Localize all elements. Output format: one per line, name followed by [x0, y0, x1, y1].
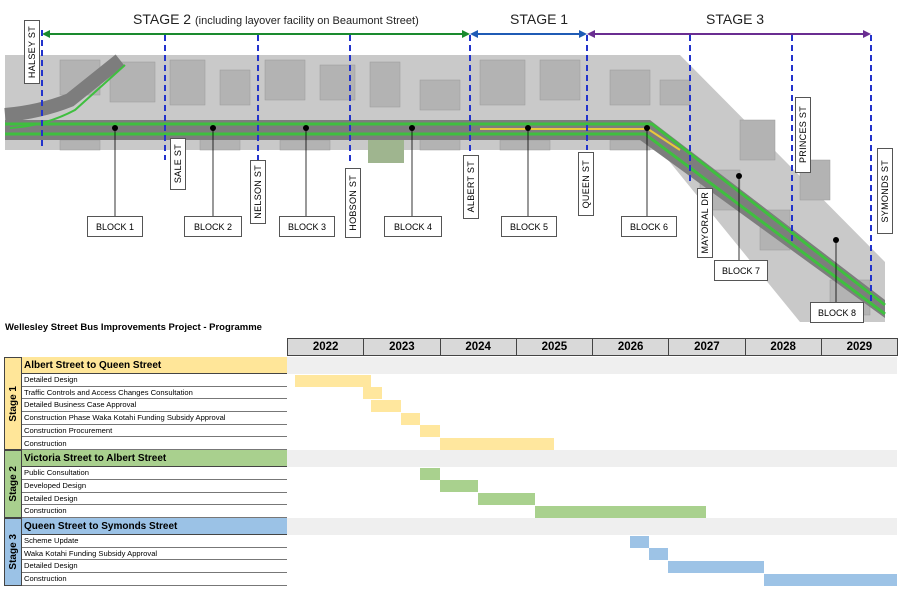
activity-row: Construction Procurement	[22, 425, 287, 438]
gantt-bar	[649, 548, 669, 561]
road-corridor	[5, 120, 885, 318]
stage-3-name: STAGE 3	[706, 11, 765, 27]
bus-lane-north	[5, 122, 886, 307]
gantt-bar	[294, 374, 371, 387]
stage-arrow-head	[863, 30, 871, 38]
street-label-hobson: HOBSON ST	[345, 168, 361, 238]
year-header: 2022	[287, 338, 365, 356]
stage-2-name: STAGE 2	[133, 11, 192, 27]
activity-row: Construction	[22, 573, 287, 586]
activity-row: Construction	[22, 438, 287, 451]
stage-arrows	[42, 30, 871, 38]
stage-section-header: Victoria Street to Albert Street	[22, 450, 287, 468]
street-label-sale: SALE ST	[170, 138, 186, 190]
block-leaders	[114, 128, 837, 302]
stage-section-header: Queen Street to Symonds Street	[22, 518, 287, 535]
street-label-halsey: HALSEY ST	[24, 20, 40, 84]
activity-row: Construction Phase Waka Kotahi Funding S…	[22, 412, 287, 425]
block-label-5: BLOCK 5	[501, 216, 557, 237]
block-label-6: BLOCK 6	[621, 216, 677, 237]
year-header: 2027	[668, 338, 746, 356]
stage-1-label: STAGE 1	[510, 11, 568, 27]
gantt-bar	[370, 399, 402, 412]
year-header: 2025	[515, 338, 593, 356]
stage-arrow-head	[587, 30, 595, 38]
street-label-mayoral: MAYORAL DR	[697, 188, 713, 258]
stage-arrow-head	[579, 30, 587, 38]
activity-row: Detailed Design	[22, 493, 287, 506]
route-aerial-map	[4, 54, 886, 322]
stage-1-name: STAGE 1	[510, 11, 569, 27]
gantt-bar	[420, 467, 440, 480]
section-shade	[287, 357, 897, 374]
block-markers	[112, 125, 839, 243]
activity-row: Scheme Update	[22, 535, 287, 548]
stage-side-text: Stage 3	[7, 534, 19, 570]
stage-side-label: Stage 1	[4, 357, 22, 451]
park-area	[368, 138, 404, 163]
stage-side-text: Stage 1	[7, 385, 19, 422]
street-label-queen: QUEEN ST	[578, 152, 594, 216]
stage-section-header: Albert Street to Queen Street	[22, 357, 287, 374]
activity-row: Traffic Controls and Access Changes Cons…	[22, 387, 287, 400]
bus-lane-south	[5, 132, 886, 316]
gantt-bar	[668, 560, 764, 573]
halsey-bus-lane	[9, 64, 126, 129]
gantt-bar	[439, 438, 554, 450]
block-label-8: BLOCK 8	[810, 302, 864, 323]
year-header: 2026	[592, 338, 670, 356]
gantt-bar	[477, 493, 535, 506]
gantt-bar	[363, 387, 383, 400]
activity-row: Detailed Design	[22, 560, 287, 574]
activity-row: Construction	[22, 505, 287, 518]
year-header: 2023	[363, 338, 441, 356]
street-boundaries	[41, 30, 872, 305]
gantt-bar	[630, 535, 650, 548]
stage1-marking	[480, 128, 681, 151]
programme-title: Wellesley Street Bus Improvements Projec…	[5, 322, 262, 333]
gantt-bar	[763, 573, 897, 586]
activity-row: Detailed Business Case Approval	[22, 399, 287, 413]
year-header: 2028	[744, 338, 822, 356]
stage-side-text: Stage 2	[7, 466, 19, 502]
stage-arrow-head	[470, 30, 478, 38]
year-header: 2024	[439, 338, 517, 356]
stage-side-label: Stage 3	[4, 518, 22, 586]
route-map: STAGE 2 (including layover facility on B…	[4, 11, 893, 323]
street-label-albert: ALBERT ST	[463, 155, 479, 219]
stage-3-label: STAGE 3	[706, 11, 764, 27]
section-shade	[287, 518, 897, 535]
section-shade	[287, 450, 897, 468]
gantt-bar	[439, 480, 478, 493]
activity-row: Developed Design	[22, 480, 287, 493]
street-label-symonds: SYMONDS ST	[877, 148, 893, 234]
activity-row: Waka Kotahi Funding Subsidy Approval	[22, 548, 287, 561]
stage-2-label: STAGE 2 (including layover facility on B…	[133, 11, 419, 27]
gantt-bar	[534, 505, 707, 518]
block-label-7: BLOCK 7	[714, 260, 768, 281]
activity-row: Detailed Design	[22, 374, 287, 387]
stage-side-label: Stage 2	[4, 450, 22, 518]
gantt-bar	[401, 412, 421, 425]
year-header: 2029	[820, 338, 898, 356]
block-label-4: BLOCK 4	[384, 216, 442, 237]
stage-arrow-head	[42, 30, 50, 38]
street-label-nelson: NELSON ST	[250, 160, 266, 224]
street-label-princes: PRINCES ST	[795, 97, 811, 173]
halsey-road	[4, 54, 125, 122]
activity-row: Public Consultation	[22, 467, 287, 480]
stage-arrow-head	[462, 30, 470, 38]
block-label-1: BLOCK 1	[87, 216, 143, 237]
block-label-3: BLOCK 3	[279, 216, 335, 237]
block-label-2: BLOCK 2	[184, 216, 242, 237]
gantt-bar	[420, 425, 440, 438]
stage-2-note: (including layover facility on Beaumont …	[194, 15, 419, 27]
